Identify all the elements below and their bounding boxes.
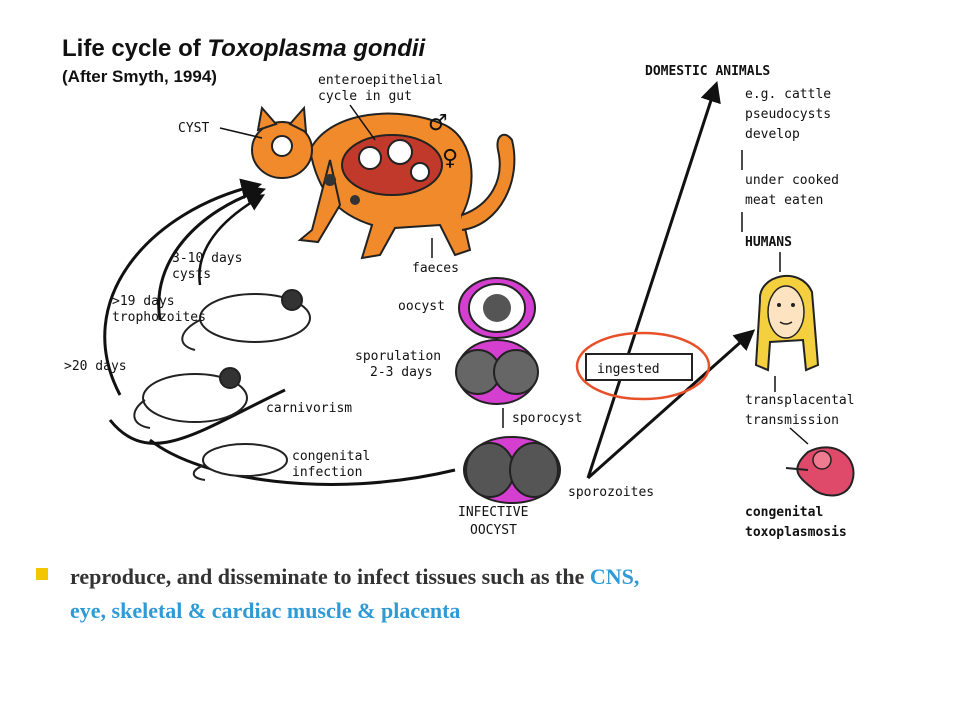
bullet-text-highlight-2: eye, skeletal & cardiac muscle & placent… xyxy=(70,598,461,623)
label-transplacental: transplacental xyxy=(745,393,855,408)
label-toxoplasmosis: toxoplasmosis xyxy=(745,525,847,540)
mouse-3-illustration xyxy=(192,443,288,481)
label-trophozoites: trophozoites xyxy=(112,310,206,325)
label-carnivorism: carnivorism xyxy=(266,401,352,416)
infective-oocyst-illustration xyxy=(463,436,561,504)
label-transmission: transmission xyxy=(745,413,839,428)
female-symbol: ♀ xyxy=(442,146,458,171)
label-ingested: ingested xyxy=(597,362,660,377)
ingested-box xyxy=(585,353,693,381)
label-cysts: cysts xyxy=(172,267,211,282)
label-infection: infection xyxy=(292,465,362,480)
label-20-days: >20 days xyxy=(64,359,127,374)
label-congenital-right: congenital xyxy=(745,505,823,520)
toxoplasma-lifecycle-diagram: Life cycle of Toxoplasma gondii (After S… xyxy=(62,35,855,540)
diagram-subtitle: (After Smyth, 1994) xyxy=(62,67,217,86)
label-pseudocysts: pseudocysts xyxy=(745,107,831,122)
label-congenital: congenital xyxy=(292,449,370,464)
sporulating-oocyst-illustration xyxy=(455,339,539,405)
label-domestic-animals: DOMESTIC ANIMALS xyxy=(645,64,770,79)
label-3-10-days: 3-10 days xyxy=(172,251,242,266)
label-oocyst-caps: OOCYST xyxy=(470,523,517,538)
bullet-marker xyxy=(36,568,48,580)
mouse-1-illustration xyxy=(181,289,311,351)
label-sporocyst: sporocyst xyxy=(512,411,582,426)
oocyst-illustration xyxy=(458,277,536,339)
label-2-3-days: 2-3 days xyxy=(370,365,433,380)
label-cyst: CYST xyxy=(178,121,209,136)
human-face-illustration xyxy=(754,274,820,372)
male-symbol: ♂ xyxy=(428,111,448,136)
label-develop: develop xyxy=(745,127,800,142)
bullet-text-plain: reproduce, and disseminate to infect tis… xyxy=(70,564,590,589)
label-humans: HUMANS xyxy=(745,235,792,250)
bullet-text-highlight-1: CNS, xyxy=(589,564,640,589)
bullet-text: reproduce, and disseminate to infect tis… xyxy=(70,560,900,628)
label-enteroepithelial: enteroepithelial xyxy=(318,73,443,88)
label-undercooked: under cooked xyxy=(745,173,839,188)
label-faeces: faeces xyxy=(412,261,459,276)
diagram-title: Life cycle of Toxoplasma gondii xyxy=(62,35,427,62)
ingested-highlight-circle xyxy=(575,331,711,401)
label-19-days: >19 days xyxy=(112,294,175,309)
label-eg-cattle: e.g. cattle xyxy=(745,87,831,102)
label-sporozoites: sporozoites xyxy=(568,485,654,500)
label-cycle-in-gut: cycle in gut xyxy=(318,89,412,104)
mouse-2-illustration xyxy=(133,367,248,429)
fetus-illustration xyxy=(785,446,855,497)
label-sporulation: sporulation xyxy=(355,349,441,364)
label-meat-eaten: meat eaten xyxy=(745,193,823,208)
label-oocyst: oocyst xyxy=(398,299,445,314)
label-infective: INFECTIVE xyxy=(458,505,528,520)
cat-illustration xyxy=(251,105,516,260)
